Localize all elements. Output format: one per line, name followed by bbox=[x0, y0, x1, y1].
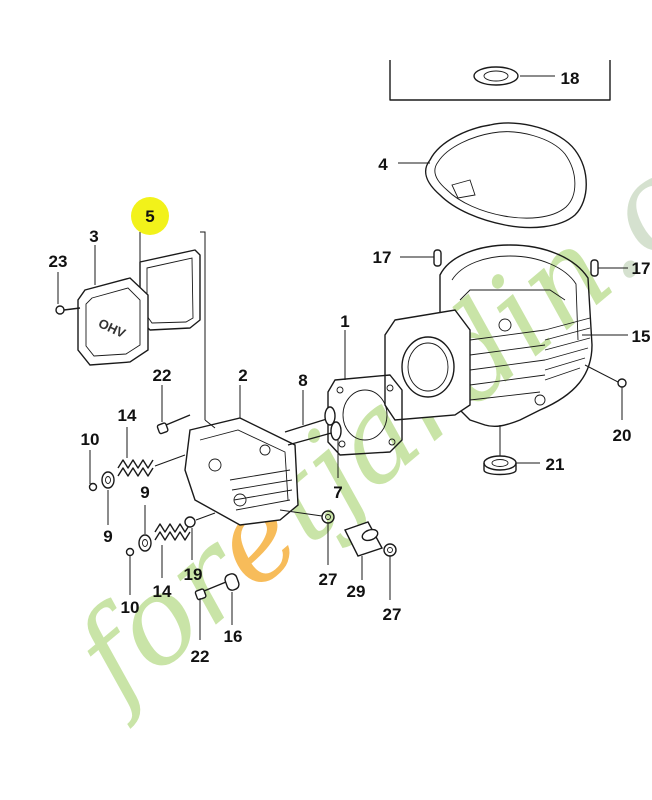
callout-labels: 18 4 5 3 23 17 17 1 15 2 22 8 14 10 9 9 … bbox=[49, 69, 651, 666]
callout-29: 29 bbox=[347, 582, 366, 601]
callout-23: 23 bbox=[49, 252, 68, 271]
callout-14-bottom: 14 bbox=[153, 582, 172, 601]
callout-3: 3 bbox=[89, 227, 98, 246]
callout-22-top: 22 bbox=[153, 366, 172, 385]
part-21-seal bbox=[483, 425, 540, 476]
callout-15: 15 bbox=[632, 327, 651, 346]
parts-27-29 bbox=[279, 509, 397, 600]
callout-17-right: 17 bbox=[632, 259, 651, 278]
callout-8: 8 bbox=[298, 371, 307, 390]
callout-4: 4 bbox=[378, 155, 388, 174]
callout-16: 16 bbox=[224, 627, 243, 646]
part-2-cylinder-head bbox=[184, 385, 299, 526]
callout-17-left: 17 bbox=[373, 248, 392, 267]
callout-9-right: 9 bbox=[140, 483, 149, 502]
part-8-valves bbox=[284, 390, 342, 478]
callout-5: 5 bbox=[145, 207, 154, 226]
callout-19: 19 bbox=[184, 565, 203, 584]
part-18-box bbox=[389, 60, 611, 101]
callout-7: 7 bbox=[333, 483, 342, 502]
callout-27-left: 27 bbox=[319, 570, 338, 589]
part-15-crankcase bbox=[384, 244, 628, 428]
part-23-bolt bbox=[55, 272, 81, 315]
part-17-pins bbox=[400, 249, 628, 277]
callout-10-top: 10 bbox=[81, 430, 100, 449]
part-3-valve-cover: OHV bbox=[77, 245, 149, 366]
callout-9-left: 9 bbox=[103, 527, 112, 546]
springs-and-retainers bbox=[88, 427, 216, 595]
callout-21: 21 bbox=[546, 455, 565, 474]
callout-14-top: 14 bbox=[118, 406, 137, 425]
callout-1: 1 bbox=[340, 312, 349, 331]
part-16-dowel bbox=[224, 573, 240, 625]
part-4-gasket bbox=[398, 122, 587, 229]
part-5-gasket bbox=[139, 231, 206, 420]
callout-10-bottom: 10 bbox=[121, 598, 140, 617]
callout-18: 18 bbox=[561, 69, 580, 88]
part-22-bolts bbox=[156, 385, 227, 640]
part-20-plug bbox=[584, 364, 627, 420]
callout-5-highlight bbox=[131, 197, 169, 235]
callout-22-bottom: 22 bbox=[191, 647, 210, 666]
watermark: foretjardin.com bbox=[43, 14, 652, 732]
callout-27-right: 27 bbox=[383, 605, 402, 624]
callout-2: 2 bbox=[238, 366, 247, 385]
watermark-text: foretjardin.com bbox=[43, 14, 652, 732]
callout-20: 20 bbox=[613, 426, 632, 445]
